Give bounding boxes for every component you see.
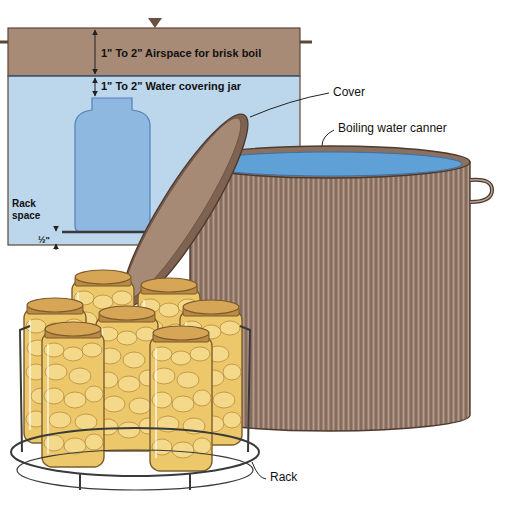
dimension-line xyxy=(56,226,57,231)
leader-lines xyxy=(250,93,334,479)
leader-line xyxy=(252,462,266,479)
airspace-band xyxy=(8,28,300,76)
jar-rack xyxy=(11,326,259,490)
handle xyxy=(0,41,8,44)
jar xyxy=(150,326,212,471)
water-line xyxy=(8,76,300,77)
dimension-line xyxy=(56,244,57,250)
jars xyxy=(24,270,242,471)
jar xyxy=(42,322,104,467)
dimension-label: 1" To 2" Airspace for brisk boil xyxy=(101,47,261,60)
jar-outline xyxy=(75,98,150,232)
leader-line xyxy=(322,130,334,146)
leader-line xyxy=(250,93,329,117)
lid-knob xyxy=(148,18,162,28)
dimension-label: ½" xyxy=(38,235,50,245)
part-label: Rack xyxy=(270,471,297,485)
dimension-line xyxy=(95,30,96,74)
handle xyxy=(300,41,312,44)
part-label: Cover xyxy=(333,86,365,100)
dimension-label: 1" To 2" Water covering jar xyxy=(101,80,241,93)
dimension-line xyxy=(95,78,96,96)
part-label: Boiling water canner xyxy=(338,122,447,136)
dimension-label: Rack space xyxy=(12,198,46,221)
